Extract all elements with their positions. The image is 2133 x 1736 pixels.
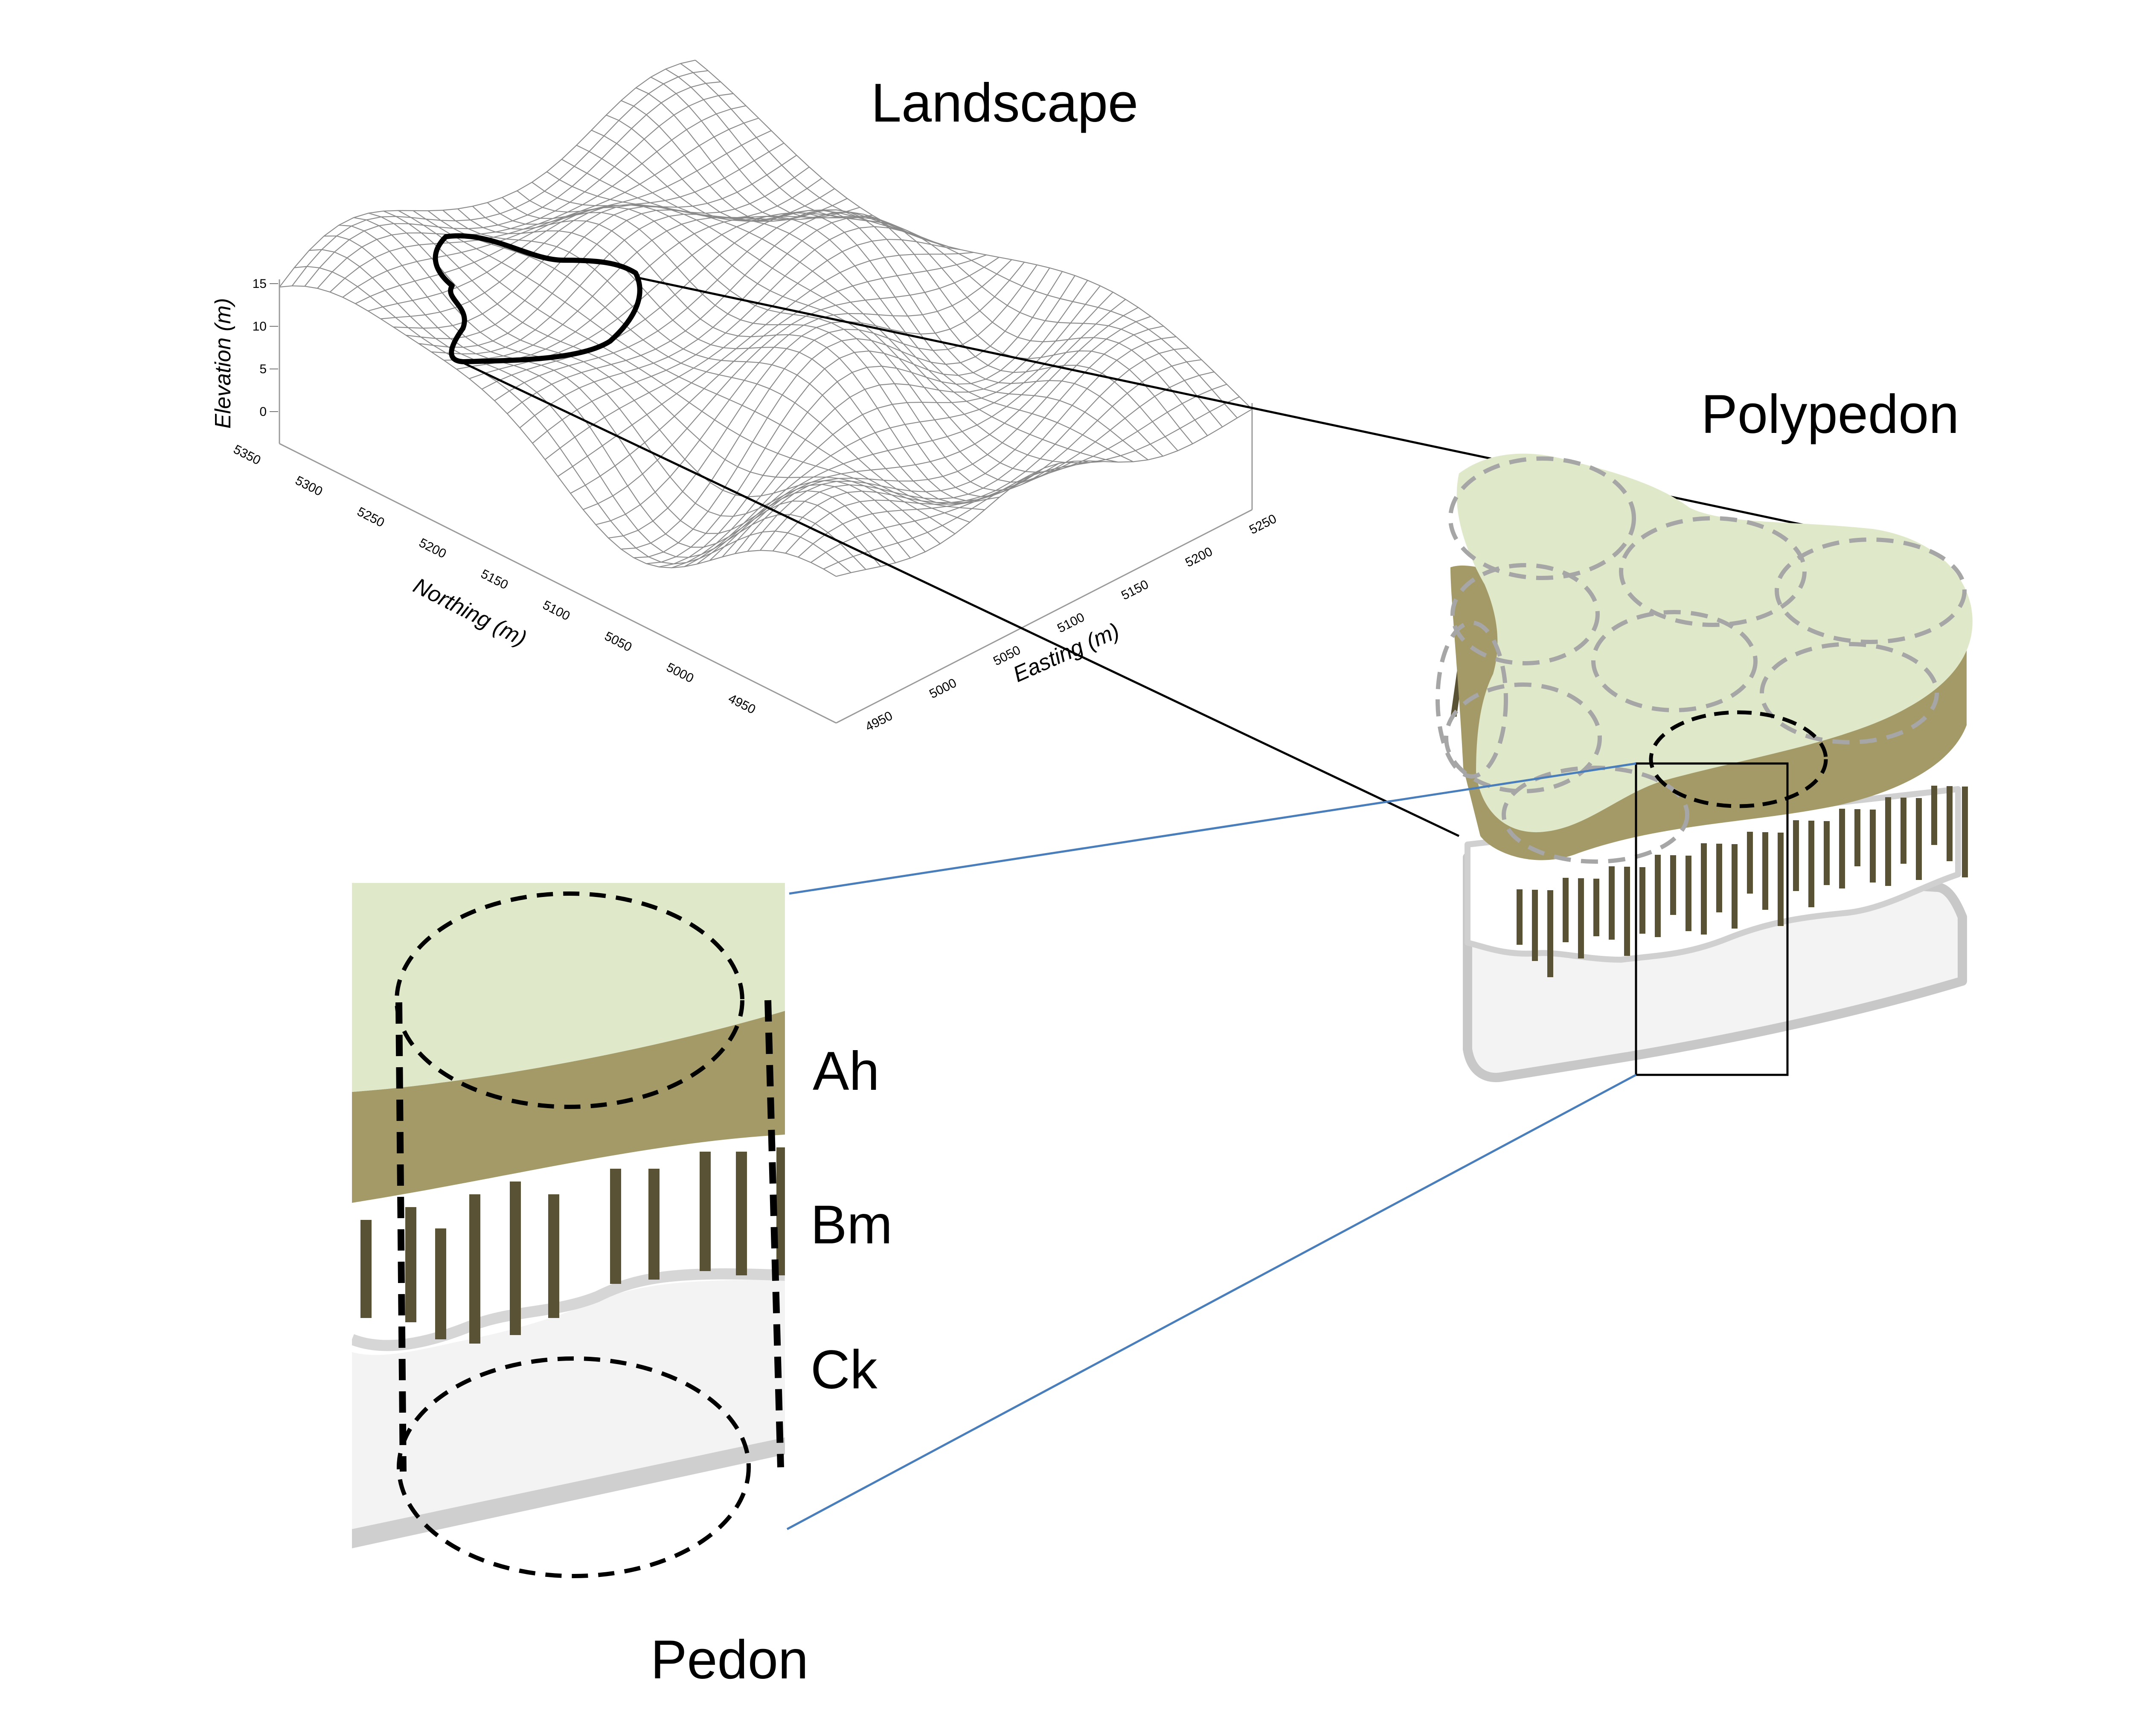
bm-stripe [700, 1152, 711, 1271]
pedon-bm-stripes [360, 1147, 785, 1344]
northing-tick-label: 5050 [602, 629, 634, 655]
pedon-zoom-lines [786, 762, 1637, 1530]
easting-tick-label: 5150 [1119, 578, 1151, 603]
horizon-label-ah: Ah [813, 1041, 880, 1102]
polypedon-bm-stripes [1517, 786, 1968, 977]
northing-tick-label: 5150 [479, 567, 510, 592]
northing-axis-label: Northing (m) [410, 573, 531, 651]
bm-stripe [1762, 832, 1768, 910]
bm-stripe [648, 1169, 660, 1280]
bm-stripe [736, 1152, 747, 1275]
northing-tick-label: 5000 [664, 660, 696, 686]
horizon-label-bm: Bm [811, 1194, 892, 1255]
pedon-outline-ellipse [1448, 456, 1636, 580]
bm-stripe [360, 1220, 372, 1318]
northing-tick-label: 5300 [293, 473, 325, 499]
bm-stripe [1639, 867, 1645, 934]
bm-stripe [1778, 833, 1784, 926]
northing-ticks: 5350 5300 5250 5200 5150 5100 5050 5000 4950 [231, 442, 758, 717]
northing-tick-label: 5250 [355, 505, 386, 530]
pedon-title: Pedon [651, 1629, 808, 1690]
pedon-block: Ah Bm Ck Pedon [352, 883, 892, 1690]
northing-tick-label: 4950 [726, 691, 758, 717]
bm-stripe [1670, 855, 1676, 915]
bm-stripe [1517, 889, 1523, 945]
polypedon-pedon-outlines [1436, 456, 1967, 864]
pedon-outline-ellipse [1436, 621, 1508, 778]
northing-tick-label: 5350 [231, 442, 263, 468]
bm-stripe [435, 1228, 446, 1339]
bm-stripe [1685, 856, 1691, 931]
pedon-outline-ellipse [1444, 682, 1602, 793]
landscape-wireframe-mesh [279, 60, 1252, 577]
pedon-selection-box [1635, 762, 1789, 1076]
pedon-outline-ellipse [1450, 563, 1600, 665]
bm-stripe [776, 1147, 785, 1275]
pedon-dashed-cylinder [395, 891, 751, 1578]
northing-tick-label: 5200 [417, 536, 448, 561]
bm-stripe [1885, 797, 1891, 886]
pedon-ah-top [352, 883, 785, 1092]
bm-stripe [1547, 890, 1553, 977]
bm-stripe [1870, 810, 1876, 883]
bm-stripe [1532, 890, 1538, 961]
bm-stripe [1701, 843, 1707, 935]
bm-stripe [1732, 844, 1738, 929]
polypedon-outline [433, 233, 642, 364]
elevation-tick-label: 15 [253, 277, 267, 291]
bm-stripe [1808, 821, 1814, 907]
elevation-tick-label: 0 [259, 405, 267, 419]
bm-stripe [1916, 798, 1922, 880]
elevation-tick-label: 10 [253, 319, 267, 334]
bm-stripe [1901, 798, 1906, 864]
elevation-tick-label: 5 [259, 362, 267, 376]
selected-pedon-ellipse [1649, 710, 1828, 808]
bm-stripe [1839, 809, 1845, 888]
pedon-cylinder-sides [395, 1000, 784, 1472]
bm-stripe [1578, 878, 1584, 958]
bm-stripe [610, 1169, 621, 1284]
pedon-outline-ellipse [1591, 610, 1758, 712]
bm-stripe [1947, 786, 1953, 861]
bm-stripe [510, 1182, 521, 1335]
polypedon-title: Polypedon [1701, 384, 1959, 445]
easting-tick-label: 5000 [927, 676, 959, 702]
pedon-ck-edge [352, 1437, 785, 1548]
easting-tick-label: 5250 [1247, 512, 1279, 537]
pedon-outline-ellipse [1760, 642, 1939, 744]
bm-stripe [1793, 820, 1799, 891]
pedon-bm-boundary [352, 1268, 785, 1351]
bm-stripe [1655, 855, 1661, 937]
bm-stripe [1747, 832, 1753, 894]
elevation-ticks: 15 10 5 0 [253, 277, 278, 419]
bm-stripe [405, 1207, 416, 1322]
northing-tick-label: 5100 [541, 598, 572, 624]
plot-frame [279, 279, 1253, 724]
bm-stripe [1931, 786, 1937, 845]
bm-stripe [1563, 878, 1569, 942]
pedon-outline-ellipse [1502, 766, 1689, 864]
easting-tick-label: 4950 [863, 709, 895, 734]
landscape-title: Landscape [871, 73, 1138, 134]
bm-stripe [1624, 867, 1630, 956]
bm-stripe [1854, 809, 1860, 866]
horizon-label-ck: Ck [811, 1339, 878, 1400]
pedon-outline-ellipse [1775, 537, 1967, 644]
bm-stripe [469, 1194, 480, 1344]
polypedon-block: Polypedon [786, 384, 1973, 1530]
bm-stripe [1716, 844, 1722, 912]
polypedon-top-surface [1456, 453, 1973, 833]
bm-stripe [548, 1194, 559, 1318]
bm-stripe [1962, 787, 1968, 877]
bm-stripe [1824, 821, 1830, 885]
pedon-ck-layer [352, 1280, 785, 1536]
bm-stripe [1609, 866, 1615, 940]
elevation-axis-label: Elevation (m) [211, 298, 235, 429]
pedon-outline-ellipse [1619, 516, 1807, 627]
bm-stripe [1593, 879, 1599, 936]
easting-tick-label: 5200 [1183, 545, 1215, 570]
